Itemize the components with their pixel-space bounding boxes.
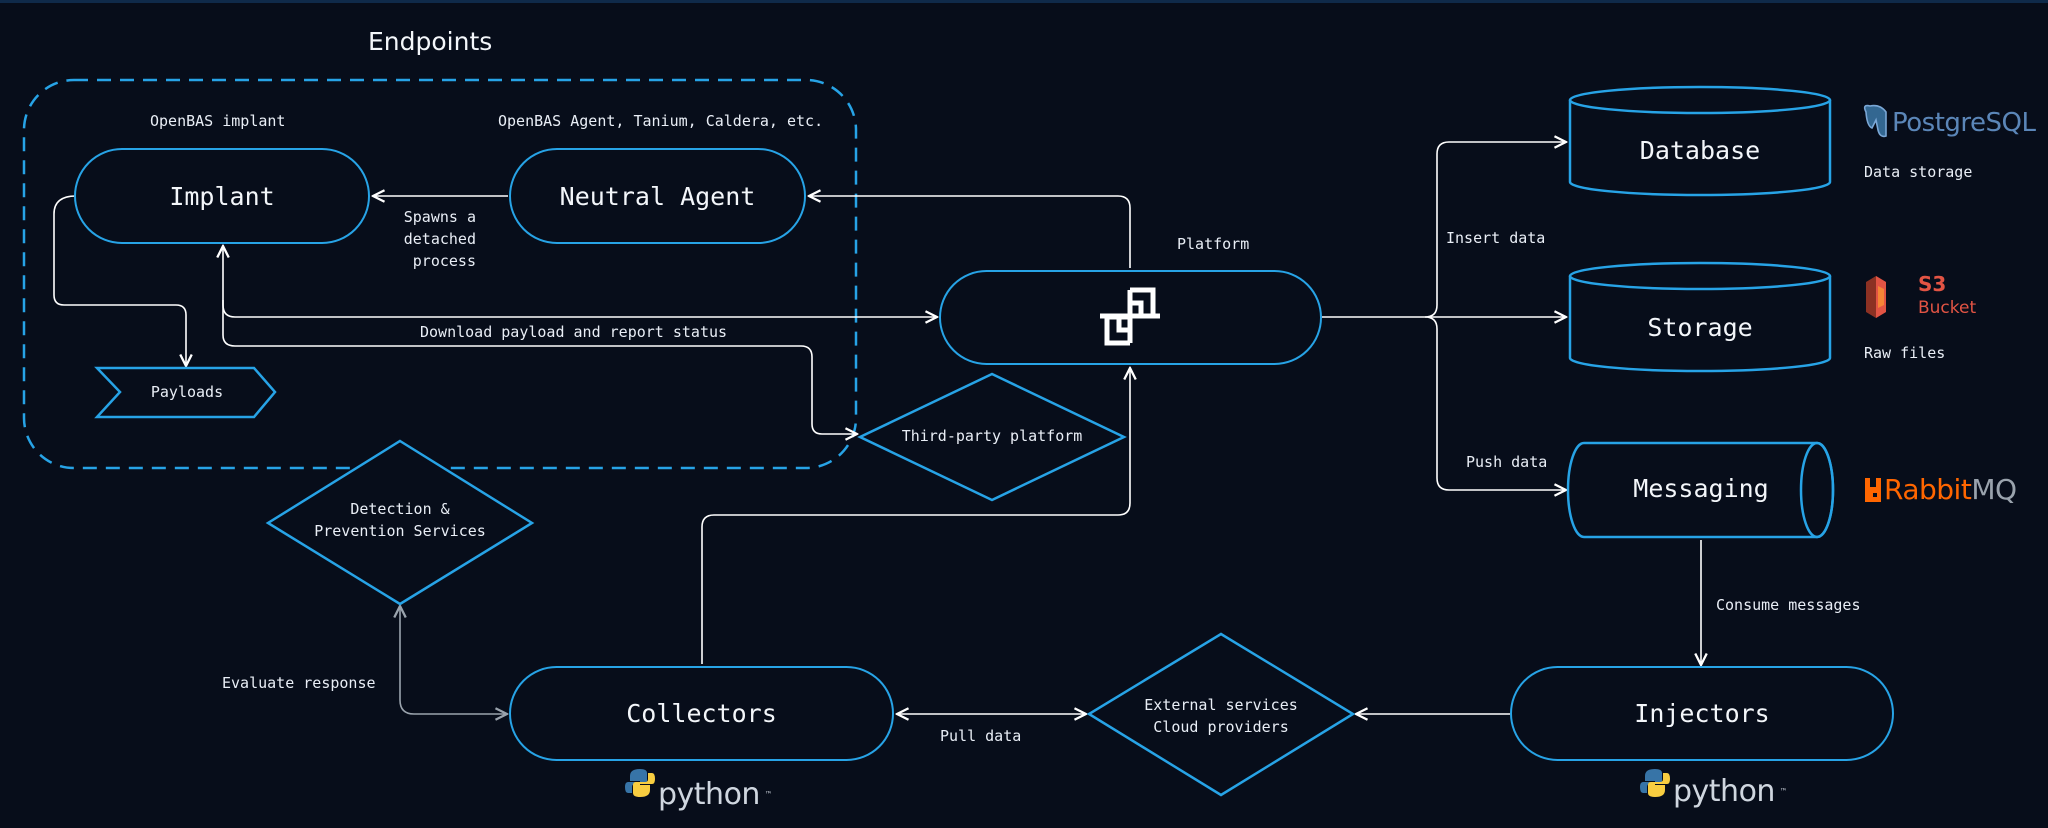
messaging-label[interactable]: Messaging: [1633, 474, 1769, 503]
python-logo-icon-injectors: [1640, 769, 1670, 797]
endpoints-title: Endpoints: [368, 27, 493, 56]
download-label: Download payload and report status: [420, 323, 728, 341]
implant-caption: OpenBAS implant: [150, 112, 286, 130]
s3-brand-bottom: Bucket: [1918, 298, 1977, 318]
platform-logo-icon: [1100, 287, 1160, 346]
python-logo-icon-collectors: [625, 769, 655, 797]
implant-node[interactable]: Implant: [74, 148, 370, 244]
evaluate-label: Evaluate response: [222, 674, 376, 692]
platform-caption: Platform: [1177, 235, 1250, 253]
external-label-line-2: Cloud providers: [1153, 718, 1289, 736]
rabbitmq-logo-icon: [1865, 478, 1881, 502]
payloads-shape: [94, 366, 277, 419]
database-label[interactable]: Database: [1639, 136, 1761, 165]
detection-diamond: [265, 439, 535, 606]
spawn-label-line-2: detached: [403, 230, 476, 248]
external-label[interactable]: External services Cloud providers: [1120, 694, 1322, 738]
agent-caption: OpenBAS Agent, Tanium, Caldera, etc.: [498, 112, 824, 130]
injectors-node[interactable]: Injectors: [1510, 666, 1894, 761]
messaging-cylinder: [1566, 441, 1835, 539]
detection-label[interactable]: Detection & Prevention Services: [290, 498, 510, 542]
database-caption: Data storage: [1864, 163, 1973, 181]
thirdparty-label[interactable]: Third-party platform: [901, 427, 1083, 445]
external-label-line-1: External services: [1144, 696, 1298, 714]
insert-label: Insert data: [1446, 229, 1546, 247]
edge-collectors-to-platform: [701, 368, 1130, 664]
neutral-agent-node[interactable]: Neutral Agent: [509, 148, 806, 244]
payloads-label[interactable]: Payloads: [150, 383, 224, 401]
python-text-injectors: python: [1673, 774, 1775, 809]
python-wordmark-injectors: python ™: [1673, 774, 1786, 809]
platform-node[interactable]: [939, 270, 1322, 365]
collectors-node[interactable]: Collectors: [509, 666, 894, 761]
top-border: [0, 0, 2048, 3]
rabbitmq-brand-b: MQ: [1971, 473, 2017, 506]
s3-brand-top: S3: [1918, 272, 1947, 296]
pull-label: Pull data: [940, 727, 1022, 745]
push-label: Push data: [1466, 453, 1548, 471]
python-text-collectors: python: [658, 777, 760, 812]
python-tm-collectors: ™: [765, 790, 771, 799]
detection-label-line-2: Prevention Services: [314, 522, 486, 540]
edge-implant-platform: [223, 246, 937, 317]
spawn-label-line-1: Spawns a: [403, 208, 476, 226]
edge-platform-to-agent: [809, 196, 1131, 268]
spawn-label: Spawns a detached process: [376, 206, 476, 272]
rabbitmq-brand: RabbitMQ: [1884, 473, 2017, 506]
edge-platform-to-database: [1322, 142, 1566, 318]
database-cylinder: [1568, 85, 1832, 197]
python-tm-injectors: ™: [1780, 787, 1786, 796]
edge-implant-thirdparty: [222, 300, 857, 434]
thirdparty-diamond: [857, 372, 1127, 502]
edge-platform-to-messaging: [1424, 316, 1566, 490]
rabbitmq-brand-a: Rabbit: [1884, 473, 1972, 506]
spawn-label-line-3: process: [412, 252, 476, 270]
storage-label[interactable]: Storage: [1647, 313, 1753, 342]
s3-bucket-icon: [1866, 276, 1886, 318]
storage-caption: Raw files: [1864, 344, 1946, 362]
storage-cylinder: [1568, 261, 1832, 373]
edge-implant-to-payloads: [53, 195, 186, 366]
edge-detection-collectors: [400, 606, 507, 714]
detection-label-line-1: Detection &: [350, 500, 450, 518]
python-wordmark-collectors: python ™: [658, 777, 771, 812]
postgresql-brand: PostgreSQL: [1892, 108, 2036, 138]
consume-label: Consume messages: [1716, 596, 1861, 614]
postgresql-elephant-icon: [1863, 104, 1887, 138]
external-diamond: [1086, 632, 1356, 797]
